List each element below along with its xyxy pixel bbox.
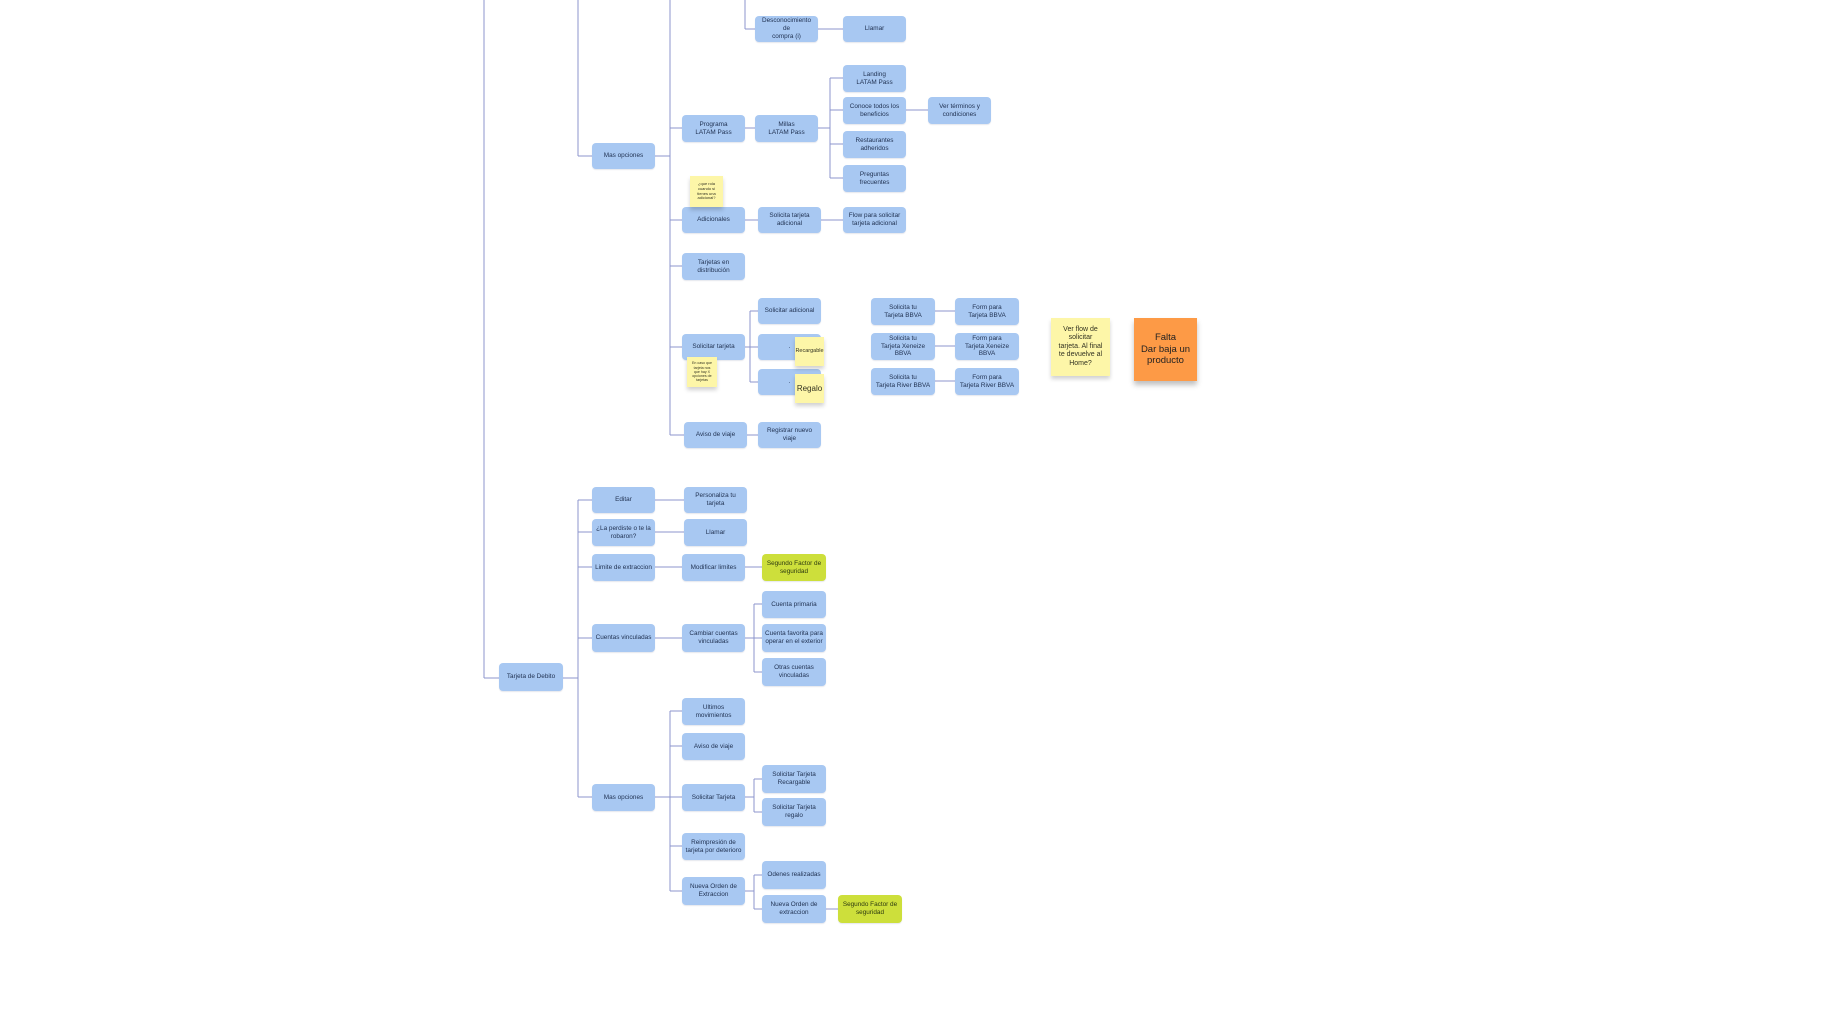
node-editar[interactable]: Editar <box>592 487 655 513</box>
node-perdiste[interactable]: ¿La perdiste o te la robaron? <box>592 519 655 546</box>
node-millas-latam[interactable]: Millas LATAM Pass <box>755 115 818 142</box>
sticky-note-solicitar-opciones[interactable]: En caso que tarjeta nos que hay X opcion… <box>687 357 717 387</box>
node-desconocimiento-compra[interactable]: Desconocimiento de compra (i) <box>755 16 818 42</box>
sticky-note-regalo[interactable]: Regalo <box>795 374 824 403</box>
node-tarjeta-debito[interactable]: Tarjeta de Debito <box>499 663 563 691</box>
node-preguntas-frecuentes[interactable]: Preguntas frecuentes <box>843 165 906 192</box>
node-solicitar-recargable[interactable]: Solicitar Tarjeta Recargable <box>762 765 826 793</box>
node-aviso-viaje-credito[interactable]: Aviso de viaje <box>684 422 747 448</box>
node-ver-terminos[interactable]: Ver términos y condiciones <box>928 97 991 124</box>
node-solicita-tarjeta-adicional[interactable]: Solicita tarjeta adicional <box>758 207 821 233</box>
node-solicita-xeneize[interactable]: Solicita tu Tarjeta Xeneize BBVA <box>871 333 935 360</box>
node-form-bbva[interactable]: Form para Tarjeta BBVA <box>955 298 1019 325</box>
node-reimpresion[interactable]: Reimpresión de tarjeta por deterioro <box>682 833 745 860</box>
node-landing-latam[interactable]: Landing LATAM Pass <box>843 65 906 92</box>
sticky-note-ver-flow[interactable]: Ver flow de solicitar tarjeta. Al final … <box>1051 318 1110 376</box>
node-personaliza[interactable]: Personaliza tu tarjeta <box>684 487 747 513</box>
node-ordenes-realizadas[interactable]: Odenes realizadas <box>762 861 826 889</box>
node-otras-cuentas[interactable]: Otras cuentas vinculadas <box>762 658 826 686</box>
node-segundo-factor-1[interactable]: Segundo Factor de seguridad <box>762 554 826 581</box>
node-mas-opciones-credito[interactable]: Mas opciones <box>592 143 655 169</box>
sticky-note-que-pasa-adicional[interactable]: ¿que rola cuando si tienes una adicional… <box>690 176 723 207</box>
node-mas-opciones-debito[interactable]: Mas opciones <box>592 784 655 811</box>
node-restaurantes[interactable]: Restaurantes adheridos <box>843 131 906 158</box>
node-cuenta-primaria[interactable]: Cuenta primaria <box>762 591 826 618</box>
node-llamar-debito[interactable]: Llamar <box>684 519 747 546</box>
node-adicionales[interactable]: Adicionales <box>682 207 745 233</box>
node-solicitar-adicional[interactable]: Solicitar adicional <box>758 298 821 324</box>
node-solicitar-tarjeta[interactable]: Solicitar tarjeta <box>682 334 745 360</box>
node-registrar-viaje[interactable]: Registrar nuevo viaje <box>758 422 821 448</box>
node-ultimos-movimientos[interactable]: Ultimos movimientos <box>682 698 745 725</box>
node-conoce-beneficios[interactable]: Conoce todos los beneficios <box>843 97 906 124</box>
node-nueva-orden[interactable]: Nueva Orden de Extraccion <box>682 877 745 905</box>
node-tarjetas-distribucion[interactable]: Tarjetas en distribución <box>682 253 745 280</box>
node-nueva-orden-extraccion[interactable]: Nueva Orden de extraccion <box>762 895 826 923</box>
node-solicita-bbva[interactable]: Solicita tu Tarjeta BBVA <box>871 298 935 325</box>
node-cuentas-vinculadas[interactable]: Cuentas vinculadas <box>592 624 655 652</box>
node-solicitar-tarjeta-debito[interactable]: Solicitar Tarjeta <box>682 784 745 811</box>
node-aviso-viaje-debito[interactable]: Aviso de viaje <box>682 733 745 760</box>
node-flow-solicitar-adicional[interactable]: Flow para solicitar tarjeta adicional <box>843 207 906 233</box>
node-solicita-river[interactable]: Solicita tu Tarjeta River BBVA <box>871 368 935 395</box>
sticky-note-recargable[interactable]: Recargable <box>795 337 824 366</box>
node-segundo-factor-2[interactable]: Segundo Factor de seguridad <box>838 895 902 923</box>
node-cambiar-cuentas[interactable]: Cambiar cuentas vinculadas <box>682 624 745 652</box>
node-cuenta-favorita[interactable]: Cuenta favorita para operar en el exteri… <box>762 624 826 652</box>
node-limite-extraccion[interactable]: Limite de extraccion <box>592 554 655 581</box>
node-modificar-limites[interactable]: Modificar limites <box>682 554 745 581</box>
node-solicitar-regalo[interactable]: Solicitar Tarjeta regalo <box>762 798 826 826</box>
node-llamar-top[interactable]: Llamar <box>843 16 906 42</box>
sticky-note-falta[interactable]: Falta Dar baja un producto <box>1134 318 1197 381</box>
node-form-xeneize[interactable]: Form para Tarjeta Xeneize BBVA <box>955 333 1019 360</box>
node-form-river[interactable]: Form para Tarjeta River BBVA <box>955 368 1019 395</box>
node-programa-latam[interactable]: Programa LATAM Pass <box>682 115 745 142</box>
